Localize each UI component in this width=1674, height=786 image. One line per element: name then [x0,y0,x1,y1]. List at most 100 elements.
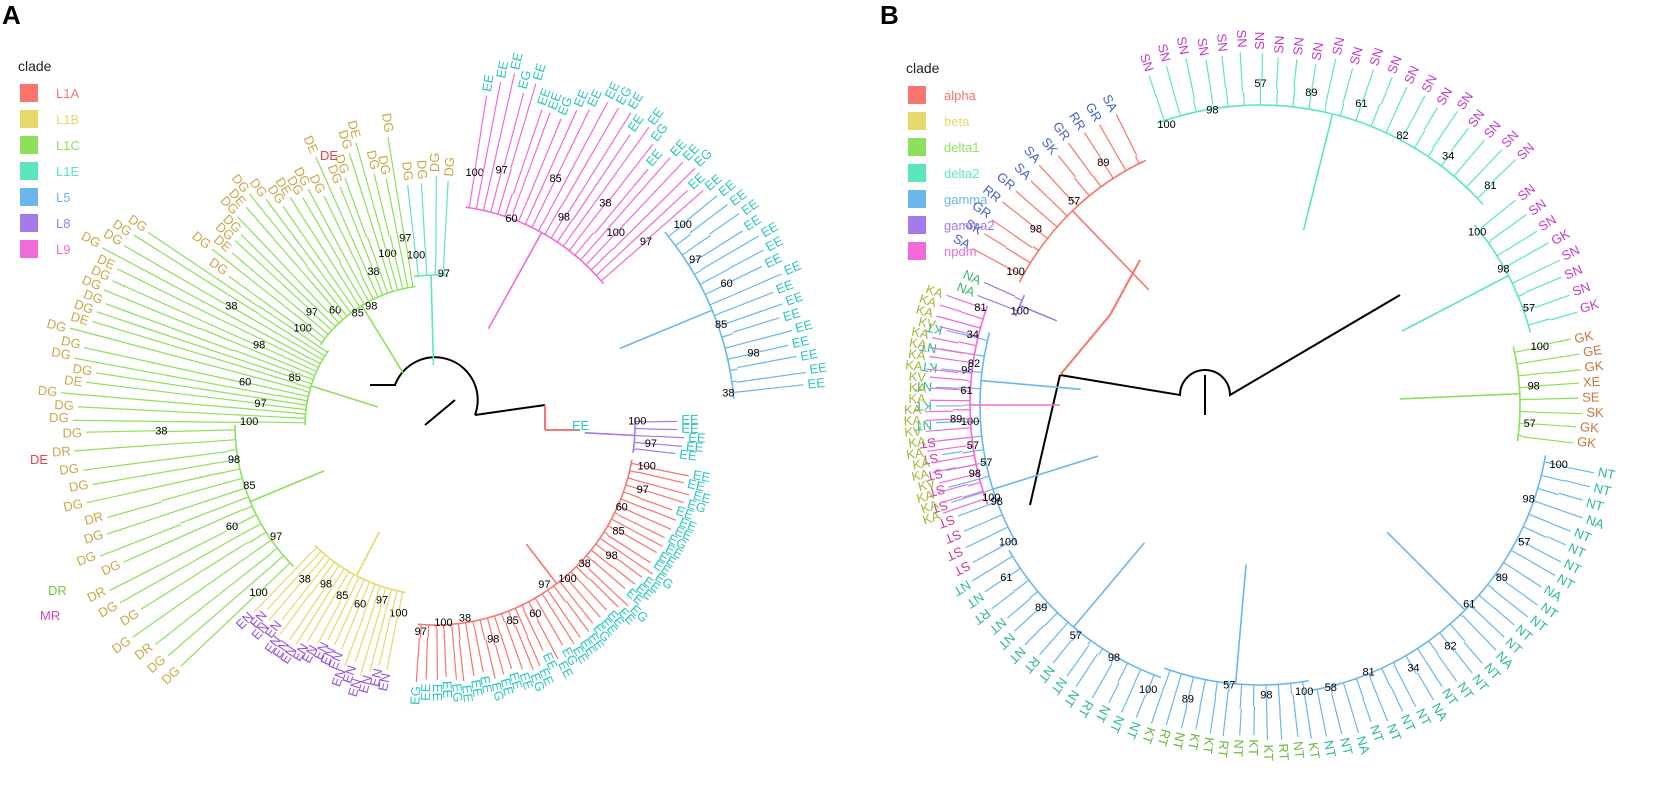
branch [629,470,638,474]
tip-label: EE [625,111,647,134]
tip-label: EE [790,333,811,352]
branch [387,136,405,233]
tip-label: NT [1384,721,1404,743]
branch [474,95,488,168]
support-value: 38 [225,301,237,313]
branch [1005,247,1031,264]
branch [991,219,1033,249]
root-branch [1029,374,1061,506]
branch-arc [979,332,991,430]
branch [1380,77,1393,106]
support-value: 98 [1522,494,1534,506]
branch [425,637,429,680]
branch [648,490,685,504]
branch-arc [980,429,1019,546]
branch [579,581,607,611]
branch [1324,105,1327,113]
branch [1057,155,1076,178]
branch [704,280,733,296]
legend-label: L8 [56,215,71,231]
branch [1516,362,1523,365]
tip-label: MR [40,608,60,623]
branch [338,262,365,305]
branch [323,558,331,567]
branch [1381,667,1391,687]
branch [1293,59,1298,87]
branch [357,581,371,611]
tip-label: GE [1582,342,1603,360]
tip-label: DG [379,112,397,134]
branch [1242,91,1245,106]
legend-panel-b: clade alpha beta delta1 delta2 gamma gam… [906,60,995,264]
branch [528,601,539,620]
branch [1038,631,1061,656]
branch [967,481,981,487]
tip-label: DE [345,119,364,141]
branch [972,560,1005,582]
tip-label: ST [944,544,966,565]
support-value: 89 [1035,602,1047,614]
support-value: 89 [1182,694,1194,706]
branch [600,237,651,282]
branch [365,269,379,298]
branch [1368,673,1372,679]
tip-label: KT [1200,736,1217,755]
branch [510,83,537,169]
branch [541,593,575,645]
branch [1477,181,1496,199]
branch [737,355,797,369]
branch [373,173,390,236]
branch [308,550,322,565]
branch [82,450,229,471]
branch [1044,612,1058,627]
tip-label: EE [663,541,686,563]
branch [536,110,578,199]
branch [655,435,685,439]
support-value: 85 [289,372,301,384]
branch [561,107,619,207]
branch [1135,694,1146,719]
support-value: 82 [1396,130,1408,142]
branch [632,478,690,496]
branch [562,203,595,247]
branch [1516,538,1531,546]
legend-item: gamma2 [908,212,995,238]
branch [430,275,435,366]
branch [668,220,688,238]
branch [536,619,559,660]
branch [96,311,290,377]
branch [652,468,689,477]
tip-label: DG [414,160,430,180]
tip-label: RT [1215,740,1232,759]
tip-label: EE [643,146,666,169]
support-value: 100 [1531,341,1549,353]
branch [1304,697,1312,739]
branch-arc [1163,667,1309,686]
branch [322,565,340,591]
branch [155,429,236,433]
branch [370,266,384,296]
branch [344,614,365,667]
tip-label: EE [674,503,696,523]
branch [1558,492,1584,501]
branch [1518,371,1549,377]
branch [936,386,959,390]
tip-label: GR [1050,119,1074,144]
branch [1067,142,1094,177]
branch [1195,707,1201,730]
tip-label: DE [69,309,91,329]
branch [369,599,390,673]
branch [474,628,484,673]
branch [525,543,558,585]
tip-label: DG [332,152,353,175]
branch [279,293,329,335]
tip-label: DG [79,228,103,250]
branch [249,470,325,503]
tip-label: KA [905,445,925,462]
tip-label: GK [1578,296,1601,316]
branch [537,223,543,232]
support-value: 98 [1030,223,1042,235]
branch [458,639,465,682]
support-value: 98 [253,339,265,351]
branch [1302,113,1334,231]
